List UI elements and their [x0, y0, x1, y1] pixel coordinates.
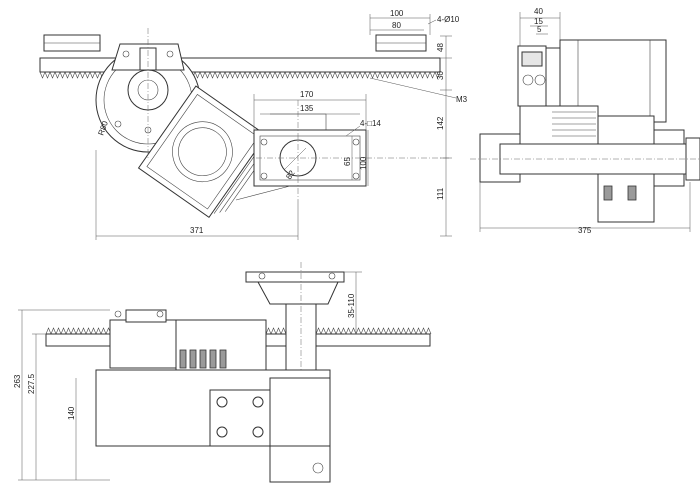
dim-side-375: 375: [578, 226, 592, 235]
dim-rack-width-top: 100: [390, 9, 404, 18]
dim-height-111: 111: [436, 187, 445, 200]
dim-gap-30: 30: [436, 71, 445, 80]
gear-ribs-side: [552, 111, 596, 137]
dim-side-40: 40: [534, 7, 543, 16]
dim-side-15: 15: [534, 17, 543, 26]
dim-height-142: 142: [436, 116, 445, 130]
bottom-view: 263 227.5 140 35-110: [13, 262, 432, 483]
dim-height-140: 140: [67, 406, 76, 420]
dim-gap-48: 48: [436, 43, 445, 52]
dim-thread-m3: M3: [456, 95, 468, 104]
dim-rack-width-inner: 80: [392, 21, 401, 30]
side-housing-bottom: [269, 377, 331, 451]
dim-holes-phi10: 4-Ø10: [437, 15, 460, 24]
dim-height-227-5: 227.5: [27, 373, 36, 394]
front-view: 100 80 4-Ø10 48 30 M3 170 135 4-□14 65 1…: [39, 9, 468, 240]
output-shaft-bottom: [269, 445, 331, 483]
dim-overall-371: 371: [190, 226, 204, 235]
rack-bar-front: [39, 57, 441, 73]
dim-flange-135: 135: [300, 104, 314, 113]
rack-teeth-front: [39, 71, 441, 79]
motor-fins-bottom: [179, 349, 227, 369]
dim-flange-65: 65: [343, 157, 352, 166]
side-view: 40 15 5: [470, 7, 700, 235]
pinion-housing-bottom: [109, 319, 181, 369]
dim-flange-170: 170: [300, 90, 314, 99]
dim-side-5: 5: [537, 25, 542, 34]
dim-height-263: 263: [13, 374, 22, 388]
dim-flange-100: 100: [359, 156, 368, 170]
dim-holes-sq14: 4-□14: [360, 119, 381, 128]
dim-range-35-110: 35-110: [347, 293, 356, 318]
rack-tooth-profile: [39, 71, 441, 79]
